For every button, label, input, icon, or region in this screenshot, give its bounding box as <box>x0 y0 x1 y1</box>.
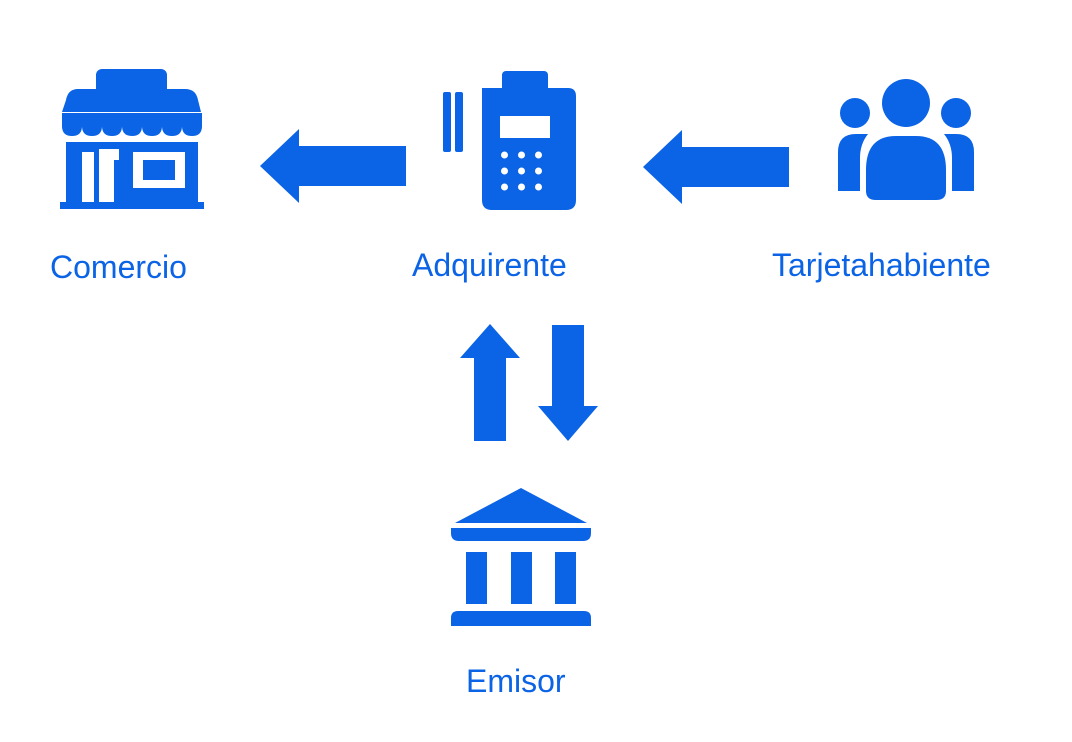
label-emisor: Emisor <box>466 663 566 699</box>
people-group-icon <box>838 79 974 200</box>
arrow-left-icon <box>260 129 406 203</box>
bank-icon <box>451 488 591 626</box>
pos-terminal-icon <box>443 71 576 210</box>
arrow-up-icon <box>460 324 520 441</box>
arrow-left-icon <box>643 130 789 204</box>
label-adquirente: Adquirente <box>412 247 567 283</box>
store-icon <box>60 69 204 209</box>
label-tarjetahabiente: Tarjetahabiente <box>772 247 991 283</box>
label-comercio: Comercio <box>50 249 187 285</box>
arrow-down-icon <box>538 325 598 441</box>
